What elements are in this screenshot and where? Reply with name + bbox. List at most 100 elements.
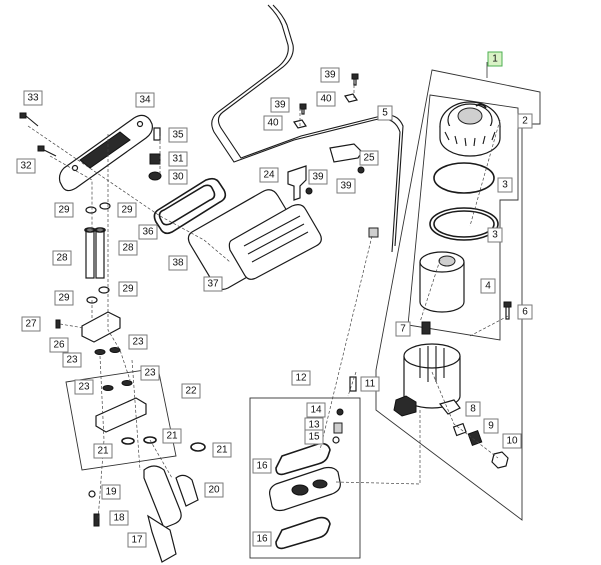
callout-box xyxy=(308,169,328,185)
callout-c14: 14 xyxy=(306,402,326,418)
callout-number: 14 xyxy=(310,405,322,416)
callout-box xyxy=(128,334,148,350)
cooler-assembly xyxy=(153,177,322,290)
callout-box xyxy=(497,177,513,193)
callout-box xyxy=(118,281,138,297)
callout-number: 28 xyxy=(56,253,68,264)
callout-box xyxy=(168,127,188,143)
callout-number: 19 xyxy=(105,487,117,498)
callout-c23a: 23 xyxy=(74,379,94,395)
callout-box xyxy=(483,418,499,434)
callout-c38: 38 xyxy=(168,255,188,271)
callout-box xyxy=(23,90,43,106)
callout-box xyxy=(54,290,74,306)
callout-number: 29 xyxy=(58,293,70,304)
callout-number: 6 xyxy=(522,307,528,318)
callout-c39a: 39 xyxy=(320,67,340,83)
callout-number: 10 xyxy=(506,436,518,447)
callout-c20: 20 xyxy=(204,482,224,498)
callout-number: 29 xyxy=(58,205,70,216)
callout-box xyxy=(320,67,340,83)
callout-number: 34 xyxy=(139,95,151,106)
callout-box xyxy=(263,115,283,131)
callout-c23c: 23 xyxy=(62,352,82,368)
callout-c16a: 16 xyxy=(252,458,272,474)
callout-box xyxy=(168,255,188,271)
callout-box xyxy=(62,352,82,368)
callout-number: 29 xyxy=(122,284,134,295)
callout-box xyxy=(168,151,188,167)
callout-box xyxy=(336,178,356,194)
bolts-32-33 xyxy=(19,112,57,157)
callout-box xyxy=(465,401,481,417)
callout-c39b: 39 xyxy=(270,97,290,113)
callout-c24: 24 xyxy=(259,167,279,183)
callout-box xyxy=(212,442,232,458)
callout-c23b: 23 xyxy=(140,365,160,381)
callout-number: 23 xyxy=(66,355,78,366)
filter-cap xyxy=(439,101,501,157)
tubes-28 xyxy=(84,227,106,279)
callout-c4: 4 xyxy=(480,278,496,294)
callout-box xyxy=(135,92,155,108)
callout-c3b: 3 xyxy=(487,227,503,243)
callout-c33: 33 xyxy=(23,90,43,106)
callout-number: 13 xyxy=(308,420,320,431)
bolt-6 xyxy=(503,301,512,320)
screw-27 xyxy=(55,319,61,329)
callout-number: 20 xyxy=(208,485,220,496)
callout-c28a: 28 xyxy=(52,250,72,266)
callout-c26: 26 xyxy=(49,337,69,353)
callout-number: 25 xyxy=(363,153,375,164)
callout-number: 39 xyxy=(324,70,336,81)
callout-box xyxy=(93,443,113,459)
callout-box xyxy=(162,428,182,444)
callout-number: 21 xyxy=(216,445,228,456)
callout-box xyxy=(395,321,411,337)
callout-number: 4 xyxy=(485,281,491,292)
callout-c1: 1 xyxy=(487,51,503,67)
callout-box xyxy=(127,532,147,548)
callout-box xyxy=(74,379,94,395)
callout-c22: 22 xyxy=(181,383,201,399)
connection-lines xyxy=(27,80,509,521)
washer-19 xyxy=(88,490,96,498)
callout-box xyxy=(118,240,138,256)
callout-c21a: 21 xyxy=(93,443,113,459)
callout-number: 16 xyxy=(256,534,268,545)
callout-number: 39 xyxy=(340,181,352,192)
callout-number: 36 xyxy=(142,227,154,238)
callout-number: 17 xyxy=(131,535,143,546)
callout-number: 15 xyxy=(308,432,320,443)
callout-c21c: 21 xyxy=(212,442,232,458)
callout-box xyxy=(54,202,74,218)
pipes-17-20 xyxy=(143,442,206,563)
callout-c9: 9 xyxy=(483,418,499,434)
callout-number: 40 xyxy=(320,94,332,105)
callout-box xyxy=(316,91,336,107)
callout-number: 7 xyxy=(400,324,406,335)
callout-box xyxy=(306,402,326,418)
callout-box xyxy=(117,202,137,218)
bracket-24 xyxy=(287,165,307,201)
callout-box xyxy=(140,365,160,381)
callout-box xyxy=(138,224,158,240)
callout-number: 16 xyxy=(256,461,268,472)
o-ring-upper xyxy=(433,162,495,194)
callout-box xyxy=(359,150,379,166)
callout-number: 11 xyxy=(365,379,376,390)
callout-number: 21 xyxy=(97,446,109,457)
callout-box xyxy=(270,97,290,113)
callout-c6: 6 xyxy=(517,304,533,320)
callout-box xyxy=(204,482,224,498)
callout-c12: 12 xyxy=(291,370,311,386)
callout-box xyxy=(181,383,201,399)
callout-number: 38 xyxy=(172,258,184,269)
callout-box xyxy=(49,337,69,353)
callout-c29a: 29 xyxy=(54,202,74,218)
callout-box xyxy=(377,105,393,121)
callout-c40b: 40 xyxy=(263,115,283,131)
callout-c39c: 39 xyxy=(308,169,328,185)
